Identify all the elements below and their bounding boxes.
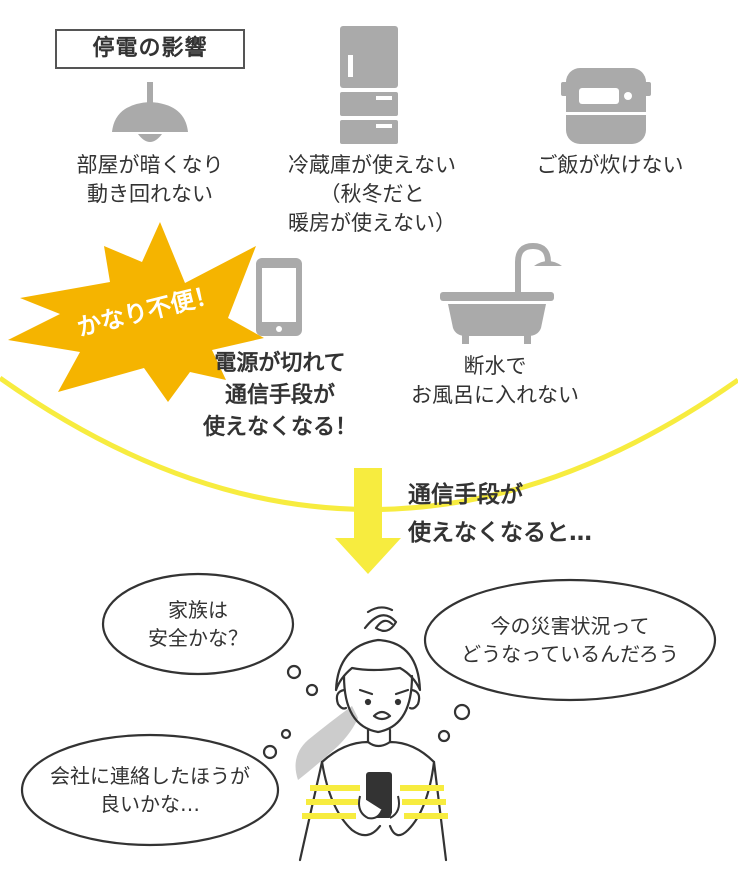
light-impact-line: 部屋が暗くなり — [76, 153, 224, 177]
disaster-thought-line: 今の災害状況って — [490, 614, 650, 638]
inconvenient-burst — [8, 222, 264, 402]
arrow-caption: 通信手段が 使えなくなると… — [408, 476, 708, 552]
shirt-stripes — [302, 785, 448, 819]
company-thought-line: 会社に連絡したほうが — [50, 764, 250, 788]
fridge-impact-label: 冷蔵庫が使えない （秋冬だと 暖房が使えない） — [262, 151, 482, 238]
family-thought-text: 家族は 安全かな？ — [118, 596, 278, 652]
disaster-thought-text: 今の災害状況って どうなっているんだろう — [435, 612, 705, 668]
light-impact-line: 動き回れない — [87, 182, 213, 206]
ceiling-lamp-icon — [112, 82, 188, 142]
arrow-caption-line: 通信手段が — [408, 482, 523, 508]
bath-impact-label: 断水で お風呂に入れない — [390, 352, 600, 410]
fridge-impact-line: 冷蔵庫が使えない — [288, 153, 456, 177]
family-thought-line: 家族は — [168, 598, 228, 622]
smartphone-icon — [256, 258, 302, 336]
bath-impact-line: お風呂に入れない — [411, 383, 579, 407]
confusion-swirl-icon — [363, 606, 398, 633]
thought-bubble-company — [20, 728, 292, 847]
disaster-thought-line: どうなっているんだろう — [461, 642, 679, 666]
phone-impact-line: 使えなくなる！ — [202, 415, 357, 440]
worried-person — [295, 606, 448, 862]
phone-impact-line: 電源が切れて — [214, 351, 346, 376]
bathtub-icon — [440, 242, 562, 344]
phone-impact-label: 電源が切れて 通信手段が 使えなくなる！ — [190, 348, 370, 444]
fridge-impact-line: （秋冬だと — [319, 182, 425, 206]
bath-impact-line: 断水で — [463, 354, 527, 378]
rice-cooker-icon — [561, 68, 651, 144]
family-thought-line: 安全かな？ — [148, 626, 248, 650]
rice-impact-line: ご飯が炊けない — [536, 153, 684, 177]
handheld-phone-icon — [358, 772, 400, 820]
fridge-impact-line: 暖房が使えない） — [288, 211, 456, 235]
page-title: 停電の影響 — [55, 29, 245, 69]
down-arrow — [335, 468, 401, 574]
thought-bubble-disaster — [423, 578, 717, 743]
company-thought-text: 会社に連絡したほうが 良いかな… — [26, 762, 274, 818]
arrow-caption-line: 使えなくなると… — [408, 520, 592, 546]
company-thought-line: 良いかな… — [100, 792, 200, 816]
light-impact-label: 部屋が暗くなり 動き回れない — [55, 151, 245, 209]
refrigerator-icon — [340, 26, 398, 144]
phone-impact-line: 通信手段が — [224, 383, 335, 408]
thought-bubble-family — [101, 572, 319, 697]
rice-impact-label: ご飯が炊けない — [510, 151, 710, 180]
